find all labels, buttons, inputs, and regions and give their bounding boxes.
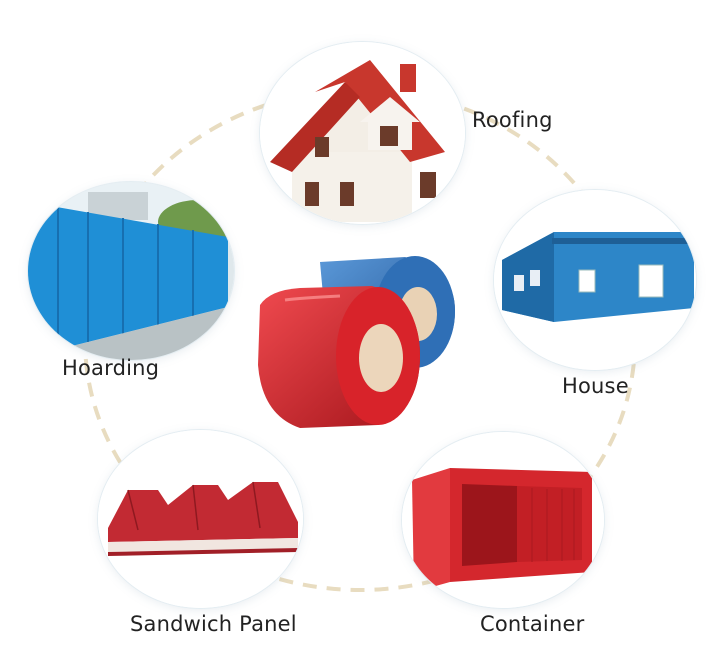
container-image [402, 432, 604, 608]
roofing-image [260, 42, 465, 224]
sandwich-panel-image [98, 430, 303, 608]
hoarding-image [28, 182, 234, 360]
sandwich-panel-label: Sandwich Panel [130, 612, 297, 636]
house-label: House [562, 374, 629, 398]
roofing-label: Roofing [472, 108, 553, 132]
house-image [494, 190, 696, 370]
container-label: Container [480, 612, 585, 636]
hoarding-label: Hoarding [62, 356, 160, 380]
